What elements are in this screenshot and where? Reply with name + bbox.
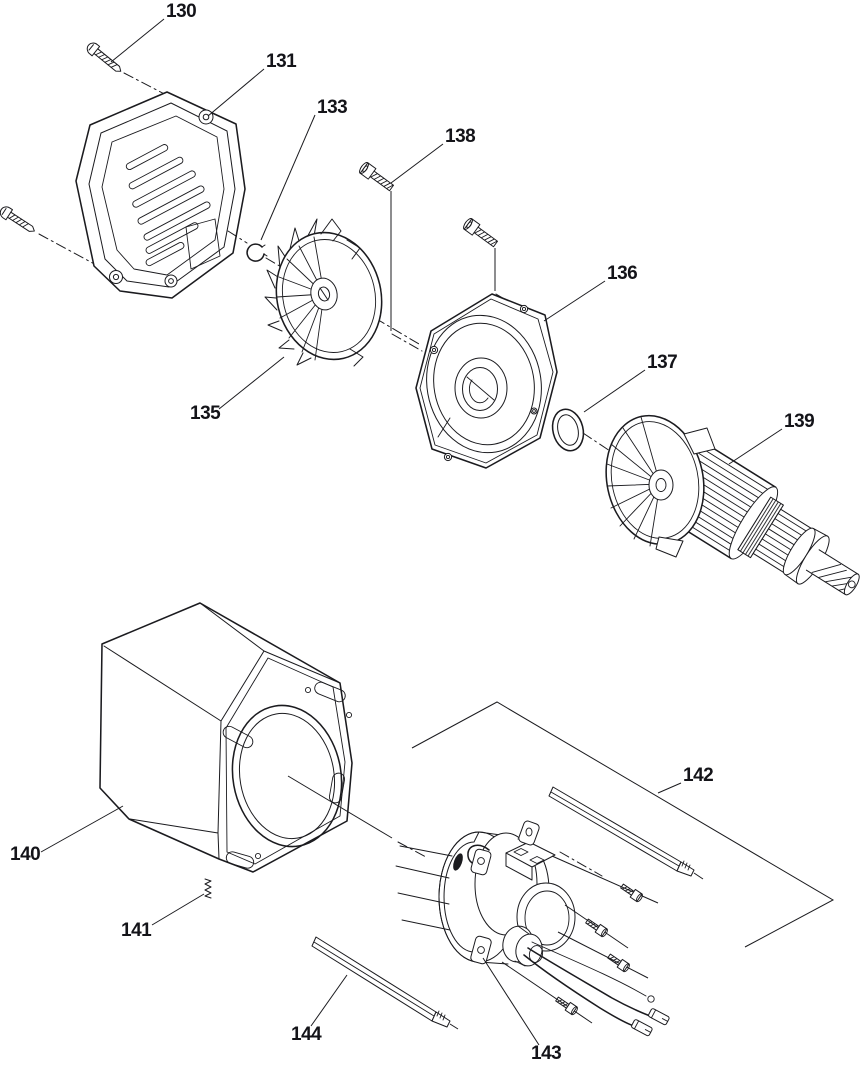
armature bbox=[605, 414, 860, 596]
small-cap-screw bbox=[620, 883, 643, 903]
callout-143: 143 bbox=[482, 957, 562, 1064]
callout-142: 142 bbox=[657, 765, 714, 794]
bolt-hole bbox=[429, 345, 439, 355]
cap-screw bbox=[359, 161, 395, 192]
vent-slots bbox=[125, 144, 211, 267]
screw-boss bbox=[198, 109, 214, 125]
bolt-hole bbox=[443, 452, 453, 462]
callout-130: 130 bbox=[110, 1, 197, 63]
screw-hole bbox=[345, 711, 353, 719]
screw-hole bbox=[254, 852, 262, 860]
callout-139: 139 bbox=[728, 411, 815, 465]
armature-shaft-assembly bbox=[648, 435, 860, 596]
assembly-plane-outline bbox=[411, 701, 835, 948]
terminal-block bbox=[505, 841, 556, 881]
screw-hole bbox=[304, 686, 312, 694]
part-number-label: 137 bbox=[647, 352, 677, 373]
spade-terminal bbox=[631, 1019, 653, 1037]
field-coil-winding bbox=[438, 831, 480, 963]
housing-axis-line bbox=[287, 775, 393, 839]
part-number-label: 130 bbox=[166, 1, 196, 22]
callout-141: 141 bbox=[121, 893, 205, 941]
callout-140: 140 bbox=[10, 805, 124, 865]
callout-135: 135 bbox=[190, 356, 285, 424]
clamp-tab bbox=[470, 848, 492, 876]
callout-137: 137 bbox=[583, 352, 678, 413]
compression-spring bbox=[204, 878, 212, 899]
callout-144: 144 bbox=[291, 974, 348, 1045]
part-number-label: 136 bbox=[607, 263, 637, 284]
clamp-tab bbox=[518, 820, 540, 846]
brush-cap bbox=[502, 925, 544, 967]
part-number-label: 135 bbox=[190, 403, 221, 424]
callout-138: 138 bbox=[390, 126, 476, 184]
part-number-label: 142 bbox=[683, 765, 713, 786]
fan-blade-tab bbox=[655, 427, 716, 558]
small-cap-screw bbox=[607, 953, 630, 973]
part-number-label: 139 bbox=[784, 411, 814, 432]
motor-leads bbox=[523, 941, 670, 1037]
assembly-axis-line bbox=[495, 293, 517, 307]
clamp-tab bbox=[470, 935, 492, 965]
part-number-label: 141 bbox=[121, 920, 152, 941]
fan-blades bbox=[276, 236, 325, 361]
part-number-label: 140 bbox=[10, 844, 40, 865]
pan-head-screw bbox=[86, 42, 122, 72]
bearing-end-plate bbox=[415, 293, 558, 469]
assembly-axis-line bbox=[397, 841, 427, 858]
bolt-hole bbox=[530, 407, 538, 415]
field-coil-assembly bbox=[395, 820, 670, 1037]
retaining-ring bbox=[246, 243, 268, 262]
assembly-axis-line bbox=[559, 851, 603, 877]
cap-screw bbox=[463, 217, 499, 248]
part-number-label: 133 bbox=[317, 97, 347, 118]
o-ring bbox=[551, 408, 585, 452]
motor-fan bbox=[264, 218, 383, 367]
assembly-axis-line bbox=[391, 333, 423, 352]
corner-slot bbox=[222, 681, 346, 869]
brush-rod bbox=[311, 936, 459, 1030]
callout-133: 133 bbox=[260, 97, 348, 241]
motor-housing bbox=[99, 602, 353, 873]
fan-spokes bbox=[606, 416, 661, 547]
part-number-label: 143 bbox=[531, 1043, 561, 1064]
brush-rod bbox=[548, 786, 704, 880]
small-cap-screw bbox=[555, 996, 578, 1016]
bolt-hole bbox=[519, 304, 529, 314]
screw-boss bbox=[109, 270, 123, 284]
small-cap-screw bbox=[585, 918, 608, 938]
part-number-label: 138 bbox=[445, 126, 475, 147]
assembly-axis-line bbox=[123, 72, 202, 114]
pan-head-screw bbox=[0, 206, 35, 232]
spade-terminal bbox=[648, 1008, 670, 1026]
fan-cover bbox=[75, 91, 246, 299]
callout-131: 131 bbox=[207, 51, 298, 117]
part-number-label: 144 bbox=[291, 1024, 322, 1045]
screw-boss bbox=[164, 274, 178, 288]
callout-136: 136 bbox=[543, 263, 638, 322]
part-number-label: 131 bbox=[266, 51, 297, 72]
